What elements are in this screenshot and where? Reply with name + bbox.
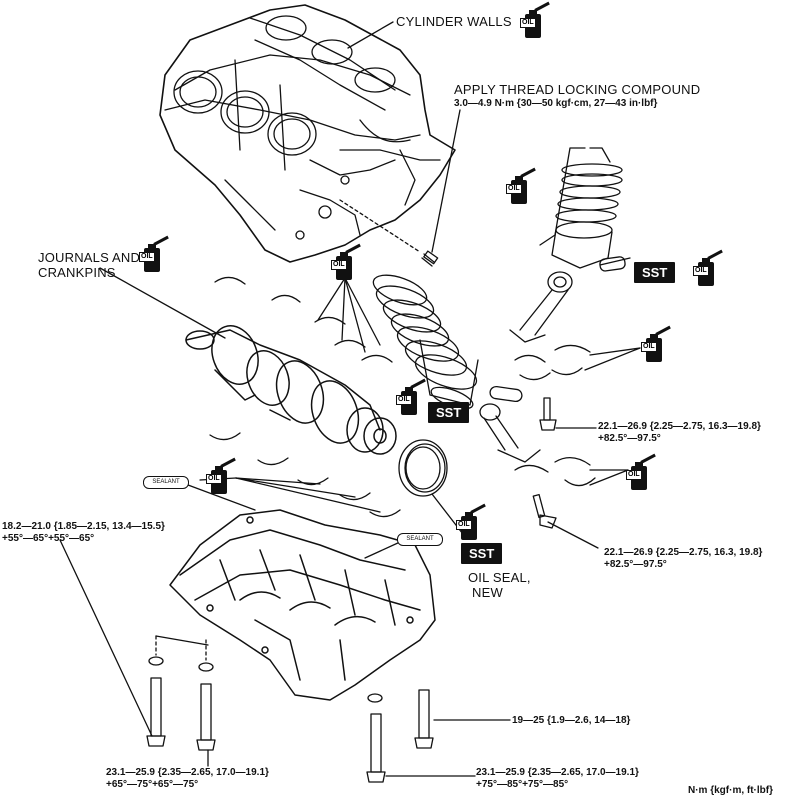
leader-sealant: [179, 481, 256, 511]
label-right-bolt-torque: 19—25 {1.9—2.6, 14—18}: [512, 715, 631, 726]
sealant-icon: SEALANT: [143, 476, 189, 489]
main-bearing: [361, 354, 393, 363]
long-bolt: [196, 683, 216, 751]
bearing-half: [551, 367, 583, 376]
label-apply-thread: APPLY THREAD LOCKING COMPOUND: [454, 82, 701, 97]
leader-left-torque: [59, 539, 153, 737]
label-rod-angle-a: +82.5°—97.5°: [598, 433, 661, 444]
oil-can-icon: OIL: [138, 235, 172, 274]
oil-can-icon: OIL: [505, 167, 539, 206]
bearing-half: [554, 457, 591, 466]
leader-oil: [235, 477, 356, 498]
main-bearing-lower: [369, 509, 401, 518]
long-bolt: [146, 677, 166, 747]
sst-badge: SST: [634, 262, 676, 283]
label-rod-angle-b: +82.5°—97.5°: [604, 559, 667, 570]
cylinder-block: [159, 4, 456, 263]
label-bottom-mid-torque: 23.1—25.9 {2.35—2.65, 17.0—19.1}: [476, 767, 639, 778]
leader-oil: [235, 477, 381, 513]
leader-oil-seal: [431, 493, 467, 539]
leader-oil: [341, 277, 346, 341]
leader-oil: [235, 477, 321, 485]
leader-oil: [317, 277, 346, 321]
leader-oil: [344, 277, 366, 353]
bearing-half: [564, 477, 596, 487]
oil-can-icon: OIL: [519, 1, 553, 40]
leader-sealant-2: [364, 541, 401, 559]
bearing-half: [514, 464, 549, 473]
oil-can-icon: OIL: [205, 457, 239, 496]
label-oil-seal-new: NEW: [472, 585, 503, 600]
oil-can-icon: OIL: [455, 503, 489, 542]
oil-can-icon: OIL: [395, 378, 429, 417]
main-bearing: [271, 294, 301, 303]
washers-left: [148, 656, 383, 703]
sst-badge: SST: [461, 543, 503, 564]
oil-can-icon: OIL: [692, 249, 726, 288]
leader-thread-compound: [431, 109, 461, 253]
oil-can-icon: OIL: [330, 243, 364, 282]
main-bearing: [214, 276, 246, 285]
bearing-half: [554, 344, 591, 353]
label-apply-thread-torque: 3.0—4.9 N·m {30—50 kgf·cm, 27—43 in·lbf}: [454, 98, 658, 109]
leader-rod-bolt-lower: [547, 521, 599, 549]
leader-oil: [584, 347, 641, 371]
oil-seal: [398, 439, 448, 497]
leader-oil: [589, 469, 629, 486]
label-bottom-left-angle: +65°—75°+65°—75°: [106, 779, 199, 790]
rod-bolt-lower: [532, 493, 557, 529]
leader-oil: [589, 347, 641, 356]
label-journals: JOURNALS AND: [38, 250, 141, 265]
main-bearing-lower: [209, 432, 241, 441]
oil-can-icon: OIL: [625, 453, 659, 492]
lower-block: [169, 509, 436, 701]
plug-axis: [339, 199, 421, 253]
label-rod-torque-a: 22.1—26.9 {2.25—2.75, 16.3—19.8}: [598, 421, 761, 432]
main-bearing-lower: [297, 477, 329, 486]
label-rod-torque-b: 22.1—26.9 {2.25—2.75, 16.3, 19.8}: [604, 547, 763, 558]
connecting-rod-upper: [509, 271, 573, 343]
label-cylinder-walls: CYLINDER WALLS: [396, 14, 512, 29]
long-bolt: [366, 713, 386, 783]
sst-badge: SST: [428, 402, 470, 423]
leader-left-torque-b: [155, 635, 209, 646]
plug-bolt: [421, 250, 439, 267]
leader-cylinder-walls: [347, 21, 394, 49]
long-bolt: [414, 689, 434, 749]
label-left-angle: +55°—65°+55°—65°: [2, 533, 95, 544]
label-left-torque: 18.2—21.0 {1.85—2.15, 13.4—15.5}: [2, 521, 165, 532]
bearing-half: [514, 354, 546, 363]
piston-assembly: [539, 147, 631, 272]
piston-pin: [489, 385, 523, 403]
connecting-rod-lower: [479, 403, 541, 463]
label-bottom-left-torque: 23.1—25.9 {2.35—2.65, 17.0—19.1}: [106, 767, 269, 778]
oil-can-icon: OIL: [640, 325, 674, 364]
main-bearing-lower: [339, 492, 371, 501]
label-units: N·m {kgf·m, ft·lbf}: [688, 785, 773, 796]
sealant-icon: SEALANT: [397, 533, 443, 546]
main-bearing-lower: [257, 457, 289, 466]
label-crankpins: CRANKPINS: [38, 265, 116, 280]
label-bottom-mid-angle: +75°—85°+75°—85°: [476, 779, 569, 790]
rod-bolt: [539, 397, 557, 431]
crankshaft: [185, 325, 397, 455]
main-bearing: [334, 339, 366, 348]
leader-oil: [344, 277, 381, 346]
leader-journals: [99, 267, 226, 339]
label-oil-seal: OIL SEAL,: [468, 570, 531, 585]
bearing-half: [519, 372, 551, 381]
